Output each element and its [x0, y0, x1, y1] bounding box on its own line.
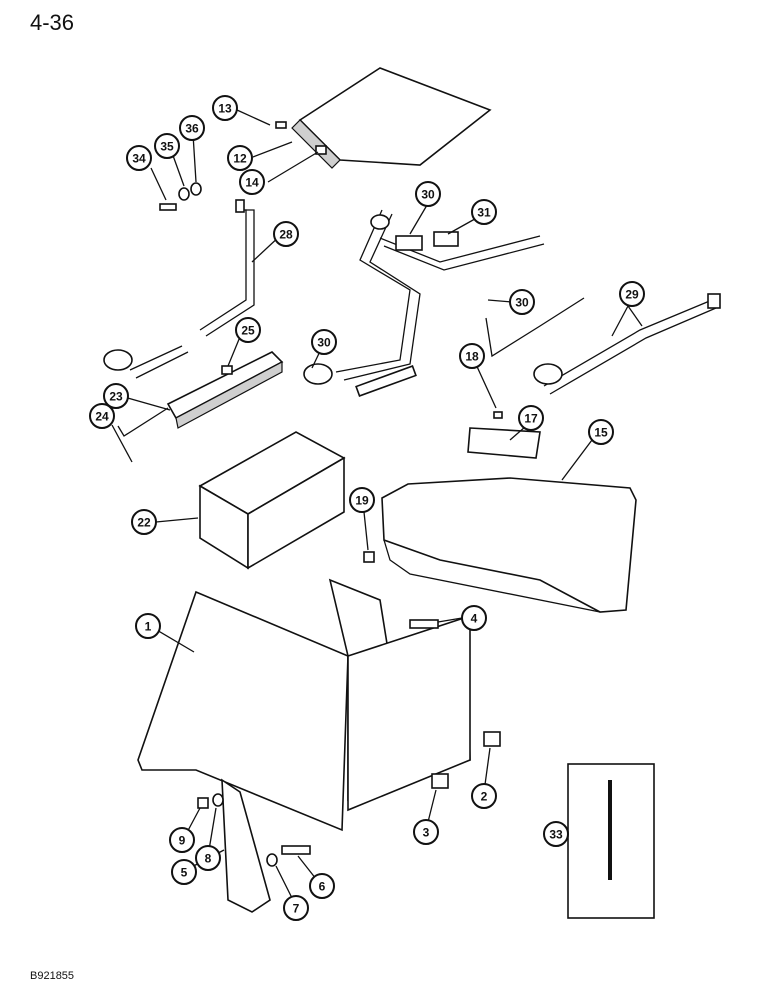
callout-label: 18 [465, 350, 479, 364]
battery-cover-plate [291, 67, 492, 169]
nut-14-shape [315, 145, 327, 155]
callout-1: 1 [135, 613, 161, 639]
callout-label: 36 [185, 122, 199, 136]
callout-22: 22 [131, 509, 157, 535]
bolt-washer-set [159, 182, 202, 211]
callout-label: 33 [549, 828, 563, 842]
callout-label: 29 [625, 288, 639, 302]
callout-label: 15 [594, 426, 608, 440]
callout-label: 1 [145, 620, 152, 634]
callout-label: 35 [160, 140, 174, 154]
callout-13: 13 [212, 95, 238, 121]
callout-6: 6 [309, 873, 335, 899]
battery-22 [198, 431, 346, 570]
callout-17: 17 [518, 405, 544, 431]
callout-label: 17 [524, 412, 538, 426]
cable-30-right [485, 297, 585, 358]
plate-17-shape [467, 427, 541, 459]
callout-label: 9 [179, 834, 186, 848]
callout-9: 9 [169, 827, 195, 853]
callout-28: 28 [273, 221, 299, 247]
callout-label: 7 [293, 902, 300, 916]
hold-down-rod-24 [117, 407, 169, 437]
nut-19-shape [363, 551, 375, 563]
callout-label: 22 [137, 516, 151, 530]
figure-code: B921855 [30, 970, 75, 982]
callout-19: 19 [349, 487, 375, 513]
callout-29: 29 [619, 281, 645, 307]
callout-label: 28 [279, 228, 293, 242]
callout-label: 24 [95, 410, 109, 424]
part-33 [567, 763, 655, 919]
battery-cable-29 [533, 293, 721, 395]
spacer-3-shape [431, 773, 449, 789]
callout-14: 14 [239, 169, 265, 195]
callout-2: 2 [471, 783, 497, 809]
callout-34: 34 [126, 145, 152, 171]
callout-8: 8 [195, 845, 221, 871]
washer-7-shape [266, 853, 278, 867]
callout-23: 23 [103, 383, 129, 409]
callout-15: 15 [588, 419, 614, 445]
callout-label: 8 [205, 852, 212, 866]
callout-label: 12 [233, 152, 247, 166]
nut-9-shape [197, 797, 209, 809]
callout-label: 6 [319, 880, 326, 894]
callout-30: 30 [311, 329, 337, 355]
callout-4: 4 [461, 605, 487, 631]
callout-label: 30 [421, 188, 435, 202]
bolt-6-shape [281, 845, 311, 855]
bolt-4-shape [409, 619, 439, 629]
battery-shield-15 [381, 477, 637, 613]
callout-label: 13 [218, 102, 232, 116]
callout-label: 30 [515, 296, 529, 310]
callout-label: 3 [423, 826, 430, 840]
callout-group: 1234567891213141517181922232425282930303… [89, 95, 645, 921]
callout-3: 3 [413, 819, 439, 845]
callout-label: 2 [481, 790, 488, 804]
bracket-5-shape [221, 778, 271, 913]
callout-label: 14 [245, 176, 259, 190]
callout-label: 30 [317, 336, 331, 350]
callout-label: 19 [355, 494, 369, 508]
cable-30-assembly [303, 209, 545, 397]
callout-12: 12 [227, 145, 253, 171]
callout-24: 24 [89, 403, 115, 429]
battery-cable-28 [103, 199, 255, 379]
callout-30: 30 [509, 289, 535, 315]
page-number: 4-36 [30, 10, 75, 35]
callout-36: 36 [179, 115, 205, 141]
spacer-2-shape [483, 731, 501, 747]
callout-33: 33 [543, 821, 569, 847]
terminal-bar-23 [166, 351, 284, 429]
callout-30: 30 [415, 181, 441, 207]
callout-7: 7 [283, 895, 309, 921]
washer-8-shape [212, 793, 224, 807]
callout-25: 25 [235, 317, 261, 343]
screw-18-shape [493, 411, 503, 419]
callout-18: 18 [459, 343, 485, 369]
connector-31-shape [433, 231, 459, 247]
callout-label: 5 [181, 866, 188, 880]
nut-25-shape [221, 365, 233, 375]
callout-35: 35 [154, 133, 180, 159]
callout-label: 31 [477, 206, 491, 220]
callout-label: 23 [109, 390, 123, 404]
bolt-13-shape [275, 121, 287, 129]
battery-tray-1 [137, 578, 471, 832]
callout-5: 5 [171, 859, 197, 885]
callout-31: 31 [471, 199, 497, 225]
callout-label: 34 [132, 152, 146, 166]
callout-label: 4 [471, 612, 478, 626]
callout-label: 25 [241, 324, 255, 338]
